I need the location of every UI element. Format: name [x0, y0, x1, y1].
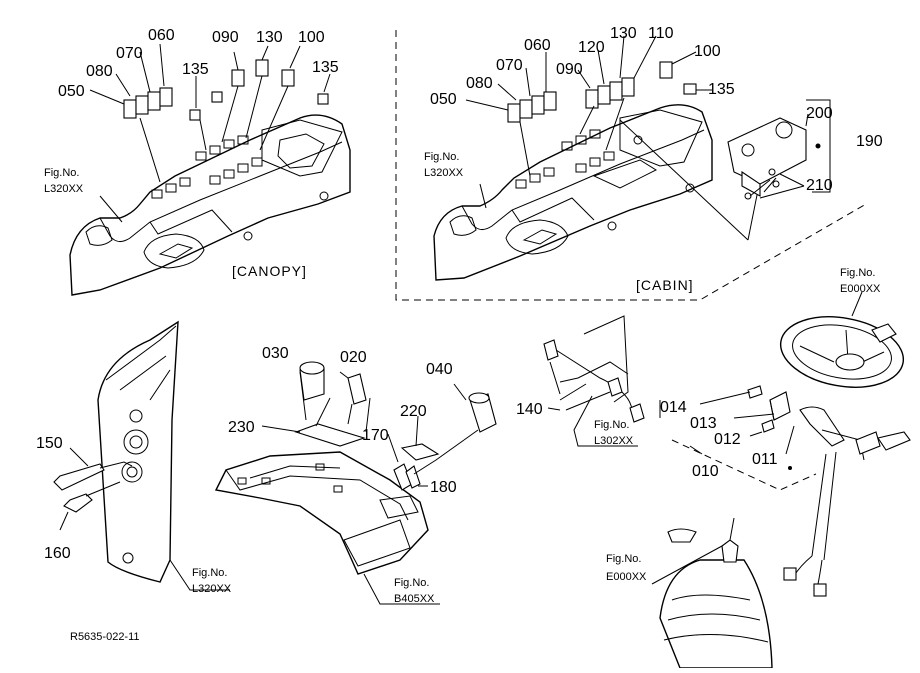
- fig-ref-steering: E000XX: [840, 283, 881, 295]
- part-label-180: 180: [430, 479, 457, 496]
- part-label-130b: 130: [610, 25, 637, 42]
- part-label-020: 020: [340, 349, 367, 366]
- figure-references: Fig.No. L320XX Fig.No. L320XX Fig.No. L3…: [44, 151, 881, 605]
- part-label-200: 200: [806, 105, 833, 122]
- part-label-060a: 060: [148, 27, 175, 44]
- cable-drawing: [543, 315, 645, 447]
- part-label-170: 170: [362, 427, 389, 444]
- part-label-030: 030: [262, 345, 289, 362]
- part-label-100b: 100: [694, 43, 721, 60]
- part-label-070a: 070: [116, 45, 143, 62]
- part-label-040: 040: [426, 361, 453, 378]
- part-number-labels: 050 080 070 060 135 090 130 100 135 050 …: [36, 25, 883, 562]
- fig-ref-column: E000XX: [606, 571, 647, 583]
- fig-label-cabin: Fig.No.: [424, 151, 459, 163]
- part-label-190: 190: [856, 133, 883, 150]
- part-label-120b: 120: [578, 39, 605, 56]
- part-label-070b: 070: [496, 57, 523, 74]
- section-label-canopy: [CANOPY]: [232, 263, 307, 279]
- part-label-090b: 090: [556, 61, 583, 78]
- part-label-050a: 050: [58, 83, 85, 100]
- steering-drawing: [651, 291, 911, 669]
- part-label-230: 230: [228, 419, 255, 436]
- part-label-110b: 110: [648, 25, 674, 42]
- part-label-080a: 080: [86, 63, 113, 80]
- part-label-011: 011: [752, 451, 778, 468]
- part-label-010: 010: [692, 463, 719, 480]
- part-label-210: 210: [806, 177, 833, 194]
- part-label-014: 014: [660, 399, 687, 416]
- part-label-013: 013: [690, 415, 717, 432]
- part-label-135a: 135: [182, 61, 209, 78]
- fig-label-pillar: Fig.No.: [192, 567, 227, 579]
- part-label-060b: 060: [524, 37, 551, 54]
- part-label-140: 140: [516, 401, 543, 418]
- part-label-135b: 135: [312, 59, 339, 76]
- part-label-135c: 135: [708, 81, 735, 98]
- part-label-150: 150: [36, 435, 63, 452]
- fig-ref-panel: B405XX: [394, 593, 435, 605]
- part-label-130a: 130: [256, 29, 283, 46]
- part-label-080b: 080: [466, 75, 493, 92]
- fig-label-column: Fig.No.: [606, 553, 641, 565]
- part-label-100a: 100: [298, 29, 325, 46]
- part-label-012: 012: [714, 431, 741, 448]
- part-label-220: 220: [400, 403, 427, 420]
- section-label-cabin: [CABIN]: [636, 277, 694, 293]
- canopy-console-drawing: [69, 43, 351, 296]
- part-label-050b: 050: [430, 91, 457, 108]
- pillar-drawing: [53, 320, 230, 591]
- part-label-160: 160: [44, 545, 71, 562]
- fig-label-steering: Fig.No.: [840, 267, 875, 279]
- section-labels: [CANOPY] [CABIN]: [232, 263, 694, 293]
- fig-label-cable: Fig.No.: [594, 419, 629, 431]
- fig-label-canopy: Fig.No.: [44, 167, 79, 179]
- cabin-console-drawing: [395, 30, 867, 301]
- drawing-code: R5635-022-11: [70, 631, 140, 643]
- fig-label-panel: Fig.No.: [394, 577, 429, 589]
- fig-ref-canopy: L320XX: [44, 183, 84, 195]
- part-label-090a: 090: [212, 29, 239, 46]
- fig-ref-cable: L302XX: [594, 435, 634, 447]
- fig-ref-pillar: L320XX: [192, 583, 232, 595]
- fig-ref-cabin: L320XX: [424, 167, 464, 179]
- panel-drawing: [214, 361, 497, 605]
